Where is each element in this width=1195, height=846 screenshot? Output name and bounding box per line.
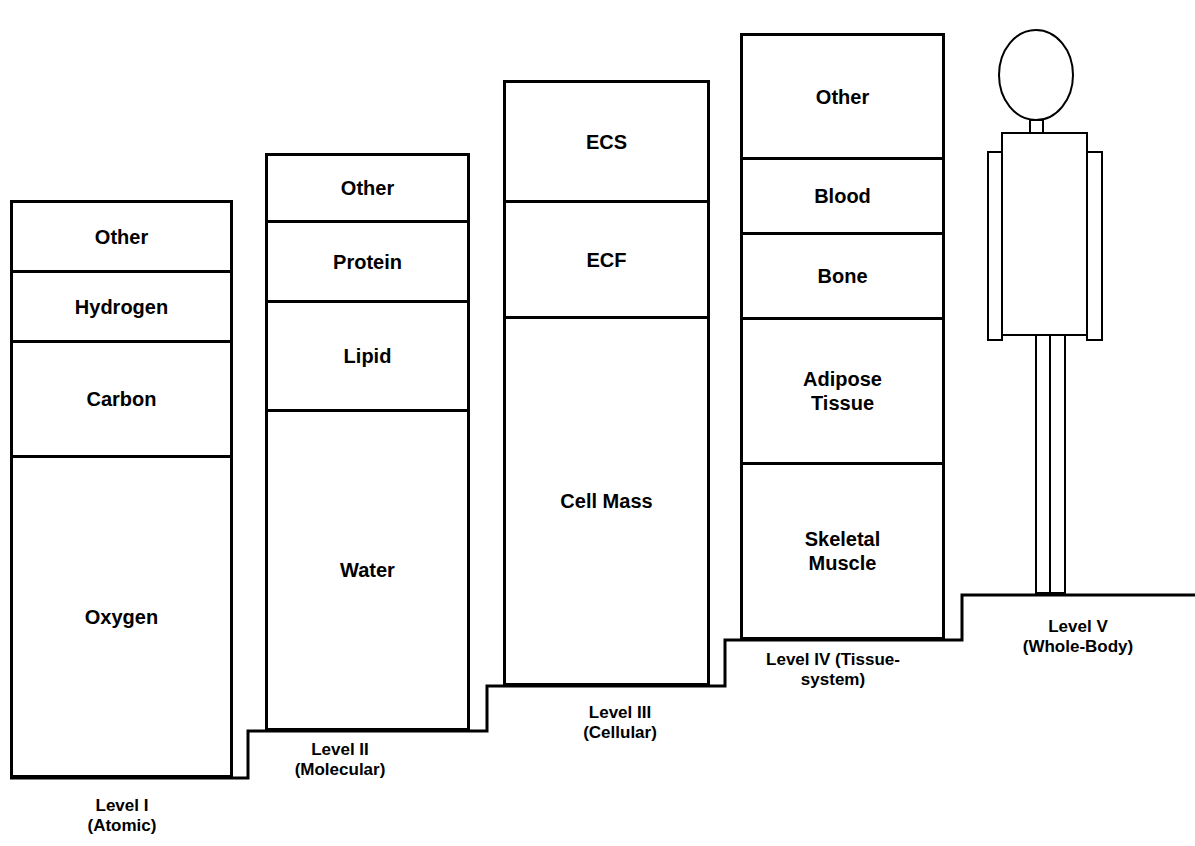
compartment-box: Carbon <box>10 340 233 458</box>
compartment-box: Bone <box>740 232 945 320</box>
compartment-box: Water <box>265 409 470 731</box>
compartment-label: Cell Mass <box>560 489 652 513</box>
cellular-level: Level III (Cellular) <box>581 703 659 744</box>
compartment-box: Protein <box>265 220 470 303</box>
compartment-box: Other <box>740 33 945 160</box>
figure-legs <box>1036 335 1065 593</box>
figure-torso <box>1002 133 1087 335</box>
atomic-level: Level I (Atomic) <box>86 796 159 837</box>
compartment-box: Hydrogen <box>10 270 233 343</box>
compartment-box: Cell Mass <box>503 316 710 686</box>
compartment-label: Water <box>340 558 395 582</box>
compartment-box: Blood <box>740 157 945 235</box>
tissue-level: Level IV (Tissue-system) <box>766 650 900 691</box>
compartment-label: Other <box>95 225 148 249</box>
compartment-box: Other <box>265 153 470 223</box>
figure-head <box>999 30 1073 120</box>
compartment-box: Other <box>10 200 233 273</box>
compartment-box: Lipid <box>265 300 470 412</box>
compartment-label: Bone <box>818 264 868 288</box>
compartment-label: Other <box>816 85 869 109</box>
compartment-box: Adipose Tissue <box>740 317 945 465</box>
compartment-label: Adipose Tissue <box>788 367 898 415</box>
compartment-label: ECS <box>586 130 627 154</box>
compartment-label: Blood <box>814 184 871 208</box>
whole-body-level: Level V (Whole-Body) <box>1021 617 1136 658</box>
compartment-label: Oxygen <box>85 605 158 629</box>
compartment-label: Protein <box>333 250 402 274</box>
molecular-level: Level II (Molecular) <box>293 740 388 781</box>
human-figure <box>988 30 1102 593</box>
compartment-box: Skeletal Muscle <box>740 462 945 640</box>
compartment-label: Other <box>341 176 394 200</box>
compartment-box: ECS <box>503 80 710 203</box>
compartment-label: Lipid <box>344 344 392 368</box>
compartment-label: Hydrogen <box>75 295 168 319</box>
compartment-box: ECF <box>503 200 710 319</box>
figure-arm <box>988 152 1002 340</box>
compartment-box: Oxygen <box>10 455 233 778</box>
figure-neck <box>1030 120 1043 133</box>
figure-leg-split <box>1049 335 1051 593</box>
figure-arm <box>1087 152 1102 340</box>
compartment-label: Skeletal Muscle <box>788 527 898 575</box>
compartment-label: ECF <box>587 248 627 272</box>
compartment-label: Carbon <box>87 387 157 411</box>
